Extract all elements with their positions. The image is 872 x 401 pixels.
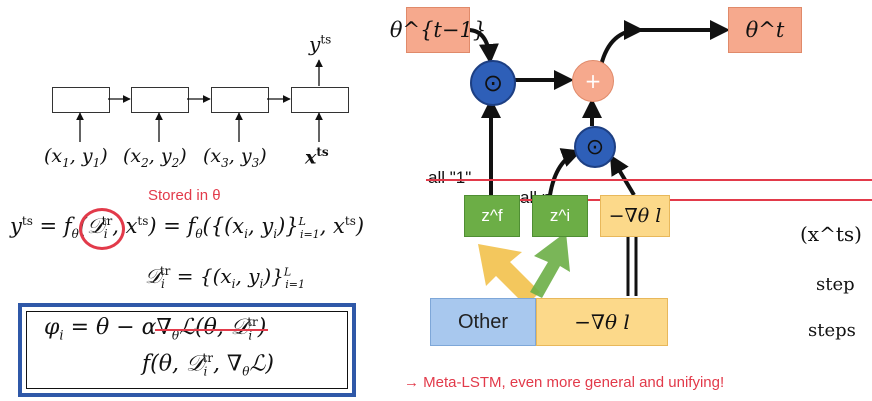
- rnn-input-3: (x3, y3): [203, 145, 267, 170]
- rnn-input-2: (x2, y2): [123, 145, 187, 170]
- theta-prev-node: θ^{t−1}: [390, 7, 486, 53]
- input-gate-node: z^i: [532, 195, 588, 237]
- rnn-cell-4: [291, 87, 349, 113]
- rnn-input-4: xts: [305, 145, 329, 169]
- add-node: +: [572, 60, 614, 102]
- update-rule-line1: φi = θ − α∇θℒ(θ, 𝒟itr): [44, 315, 267, 344]
- equation-prediction: yts = fθ(𝒟itr, xts) = fθ({(xi, yi)}Li=1,…: [10, 208, 364, 250]
- update-rule-line2: f(θ, 𝒟itr, ∇θℒ): [142, 351, 274, 379]
- other-input-node: Other: [430, 298, 536, 346]
- forget-gate-node: z^f: [464, 195, 520, 237]
- multiply-icon-2: ⊙: [585, 134, 605, 160]
- struck-all-ones-label: all "1": [426, 168, 872, 188]
- rnn-arrows: [76, 59, 323, 142]
- partial-text-steps: steps: [808, 320, 856, 341]
- meta-lstm-diagram: θ^{t−1} θ^t ⊙ + ⊙ all "1" all η z^f z^i …: [0, 0, 872, 346]
- partial-text-xts: (x^ts): [800, 222, 862, 246]
- gradient-top-node: −∇θ l: [600, 195, 670, 237]
- meta-lstm-caption: → Meta-LSTM, even more general and unify…: [404, 374, 725, 391]
- theta-next-node: θ^t: [728, 7, 802, 53]
- stored-in-theta-label: Stored in θ: [148, 187, 221, 204]
- partial-text-step: step: [816, 274, 855, 295]
- input-multiply-node: ⊙: [574, 126, 616, 168]
- rnn-output-label: yts: [309, 32, 332, 56]
- forget-multiply-node: ⊙: [470, 60, 516, 106]
- rnn-input-1: (x1, y1): [44, 145, 108, 170]
- update-rule-frame: φi = θ − α∇θℒ(θ, 𝒟itr) f(θ, 𝒟itr, ∇θℒ): [18, 303, 356, 397]
- gradient-input-node: −∇θ l: [536, 298, 668, 346]
- plus-icon: +: [584, 69, 602, 93]
- multiply-icon: ⊙: [482, 69, 504, 97]
- rnn-cell-2: [131, 87, 189, 113]
- struck-gradient-term: ∇θℒ(θ, 𝒟itr): [156, 315, 267, 343]
- equation-dataset: 𝒟itr = {(xi, yi)}Li=1: [145, 264, 305, 291]
